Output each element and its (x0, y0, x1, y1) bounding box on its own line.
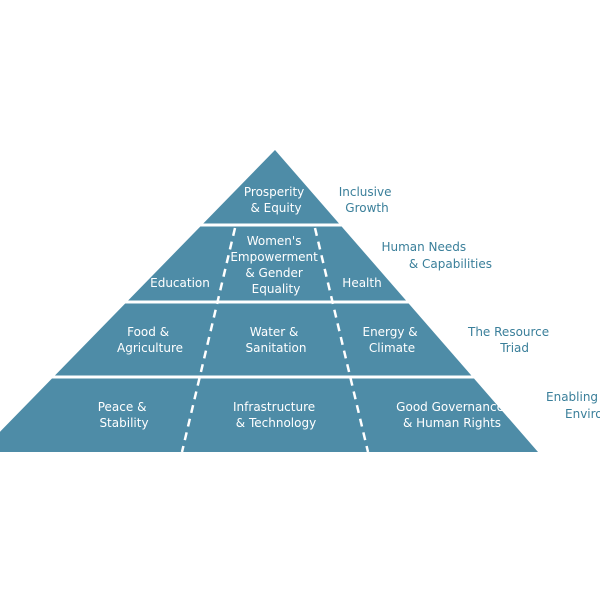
tier-label-inclusive-growth: Inclusive Growth (339, 185, 396, 215)
tier-label-resource-triad: The Resource Triad (467, 325, 553, 355)
cell-food-agriculture: Food & Agriculture (117, 325, 183, 355)
cell-infrastructure-technology: Infrastructure & Technology (233, 400, 319, 430)
cell-prosperity-equity: Prosperity & Equity (244, 185, 308, 215)
cell-health: Health (342, 276, 381, 290)
tier-label-human-needs: Human Needs & Capabilities (381, 240, 492, 271)
cell-water-sanitation: Water & Sanitation (246, 325, 307, 355)
tier-label-enabling-environment: Enabling Enviro (546, 390, 600, 421)
cell-education: Education (150, 276, 210, 290)
cell-energy-climate: Energy & Climate (362, 325, 421, 355)
cell-peace-stability: Peace & Stability (98, 400, 151, 430)
cell-womens-empowerment: Women's Empowerment & Gender Equality (230, 234, 321, 296)
dashed-divider-left (180, 227, 237, 453)
cell-good-governance: Good Governance & Human Rights (396, 400, 508, 430)
dashed-divider-right (313, 227, 370, 453)
